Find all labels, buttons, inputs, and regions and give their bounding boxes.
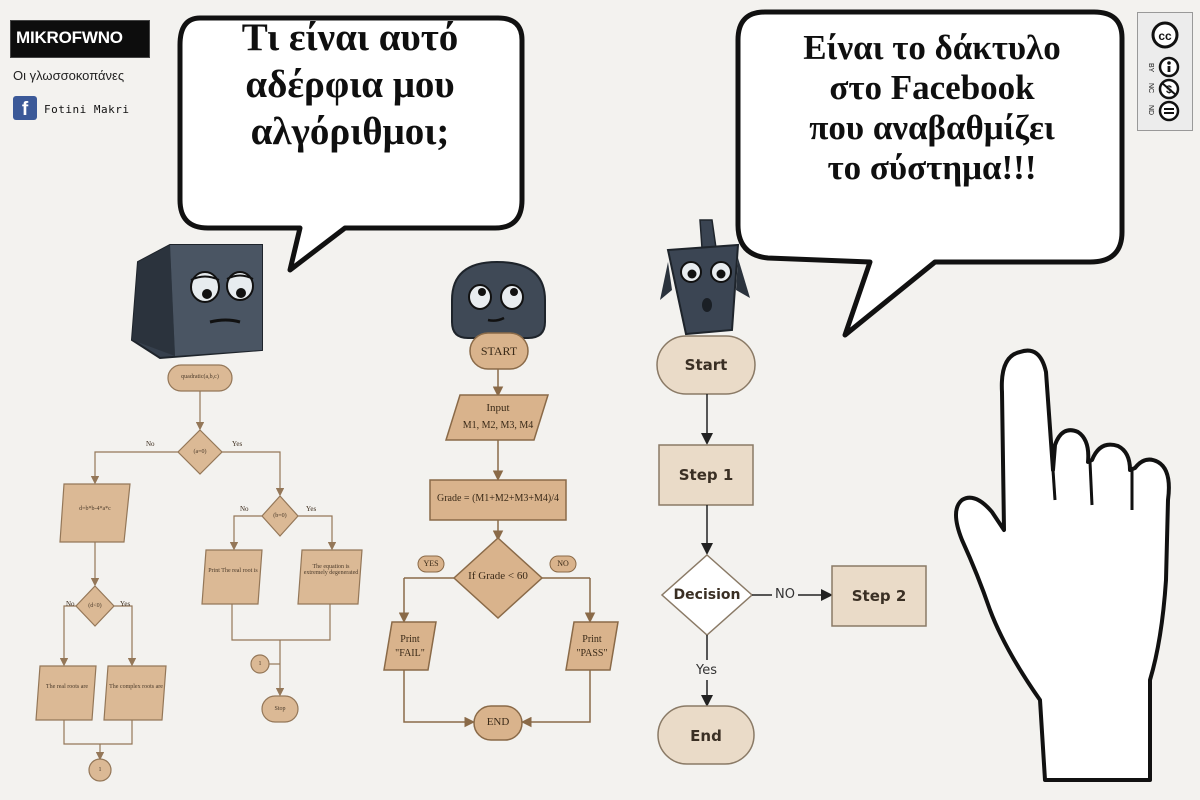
fc-left-connector-bottom: 1 (98, 767, 102, 773)
bubble-right-line: που αναβαθμίζει (809, 108, 1055, 147)
fc-left-no1: No (146, 440, 155, 448)
fc-right-yes: Yes (696, 663, 717, 678)
fc-right-start: Start (684, 356, 728, 374)
bubble-left-line: αδέρφια μου (245, 63, 455, 106)
fc-right-step2: Step 2 (851, 587, 907, 605)
fc-left-degenerate: The equation is extremely degenerated (303, 564, 359, 576)
logo-box (10, 20, 150, 58)
fc-left-connector: 1 (258, 661, 262, 667)
svg-text:NC: NC (1147, 83, 1154, 93)
creative-commons-by-nc-nd-icon: cc $ BY NC ND (1137, 12, 1193, 131)
fc-mid-input-2: M1, M2, M3, M4 (462, 420, 534, 431)
robot-bucket-head (660, 219, 750, 336)
tagline: Οι γλωσσοκοπάνες (13, 68, 125, 83)
fc-right-step1: Step 1 (678, 466, 734, 484)
speech-bubble-left (177, 15, 525, 273)
fc-mid-yes: YES (423, 559, 439, 568)
facebook-name: Fotini Makri (44, 103, 130, 116)
fc-mid-end: END (486, 716, 510, 728)
speech-bubble-right (735, 9, 1125, 338)
fc-right-end: End (690, 727, 722, 745)
speech-bubble-right-text: Είναι το δάκτυλο στο Facebook που αναβαθ… (752, 28, 1112, 188)
facebook-icon: f (13, 96, 37, 120)
fc-left-yes3: Yes (306, 505, 317, 513)
robot-round-head (451, 260, 546, 339)
fc-mid-fail-2: "FAIL" (395, 648, 425, 659)
fc-left-real: The real roots are (45, 684, 89, 690)
fc-left-d2: (d<0) (88, 603, 102, 609)
fc-left-calc: d=b*b-4*a*c (79, 506, 111, 512)
bubble-left-line: Τι είναι αυτό (241, 16, 459, 59)
fc-left-d3: (b=0) (273, 513, 287, 519)
flowchart-right (656, 335, 927, 765)
fc-mid-no: NO (557, 559, 569, 568)
fc-mid-grade: Grade = (M1+M2+M3+M4)/4 (437, 493, 559, 504)
robot-square-head (130, 244, 263, 360)
fc-mid-input-1: Input (486, 402, 510, 414)
flowchart-middle (383, 332, 619, 741)
fc-left-no3: No (240, 505, 249, 513)
logo: MIKROFWNO (16, 28, 123, 47)
bubble-right-line: το σύστημα!!! (827, 148, 1037, 187)
fc-right-decision: Decision (673, 587, 741, 603)
fc-mid-decision: If Grade < 60 (468, 570, 528, 582)
fc-left-top: quadratic(a,b,c) (181, 374, 219, 380)
fc-left-stop: Stop (274, 706, 286, 712)
svg-text:ND: ND (1147, 105, 1154, 115)
fc-left-d1: (a=0) (193, 449, 207, 455)
svg-text:BY: BY (1147, 63, 1154, 73)
fc-mid-start: START (480, 344, 518, 358)
speech-bubble-left-text: Τι είναι αυτό αδέρφια μου αλγόριθμοι; (205, 14, 495, 155)
fc-left-complex: The complex roots are (109, 684, 163, 690)
pointing-hand-icon (954, 348, 1171, 782)
bubble-left-line: αλγόριθμοι; (250, 110, 450, 153)
fc-left-yes1: Yes (232, 440, 243, 448)
fc-left-yes2: Yes (120, 600, 131, 608)
svg-text:cc: cc (1158, 29, 1172, 43)
fc-mid-pass-2: "PASS" (576, 648, 608, 659)
fc-left-no2: No (66, 600, 75, 608)
fc-mid-pass-1: Print (582, 634, 602, 645)
fc-mid-fail-1: Print (400, 634, 420, 645)
bubble-right-line: Είναι το δάκτυλο (803, 28, 1061, 67)
bubble-right-line: στο Facebook (829, 68, 1035, 107)
fc-left-print-root: Print The real root is (208, 568, 258, 574)
flowchart-left (35, 364, 363, 782)
fc-right-no: NO (775, 587, 795, 602)
